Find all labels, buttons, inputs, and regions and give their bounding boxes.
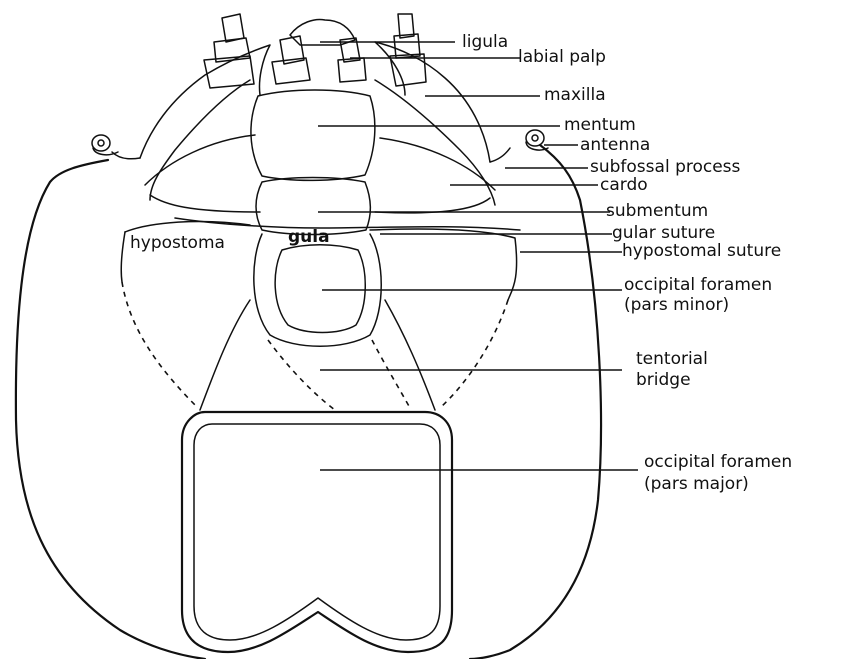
hypostoma-left-lateral — [121, 232, 125, 282]
head-capsule-outline — [16, 145, 601, 659]
label-ligula: ligula — [462, 32, 508, 52]
hypostomal-suture-left — [122, 282, 198, 408]
label-antenna: antenna — [580, 135, 650, 155]
maxilla-right-inner — [375, 80, 495, 205]
antenna-right — [526, 130, 548, 150]
label-tentorial-bridge-2: bridge — [636, 370, 691, 390]
label-gula: gula — [288, 227, 330, 247]
tentorial-bridge-left — [200, 300, 250, 410]
hypostoma-left — [125, 221, 250, 232]
tentorial-bridge-right — [385, 300, 435, 410]
cardo-right — [375, 138, 495, 213]
label-occipital-foramen-minor-2: (pars minor) — [624, 295, 729, 315]
label-occipital-foramen-major-2: (pars major) — [644, 474, 749, 494]
label-tentorial-bridge-1: tentorial — [636, 349, 708, 369]
gular-suture-line — [175, 218, 520, 230]
antenna-left — [92, 135, 118, 155]
occipital-foramen-minor — [275, 245, 365, 333]
label-gular-suture: gular suture — [612, 223, 715, 243]
label-maxilla: maxilla — [544, 85, 606, 105]
label-occipital-foramen-major-1: occipital foramen — [644, 452, 792, 472]
maxillary-palp-left — [204, 14, 254, 88]
tentorial-dashed-right — [372, 340, 410, 408]
maxilla-left-inner — [150, 80, 250, 200]
labial-palp-left — [272, 36, 310, 84]
occipital-foramen-major-outer — [182, 412, 452, 652]
mentum-shape — [251, 90, 375, 180]
label-submentum: submentum — [606, 201, 708, 221]
label-hypostomal-suture: hypostomal suture — [622, 241, 781, 261]
ligula-shape — [290, 20, 355, 45]
maxillary-palp-right — [390, 14, 426, 86]
submentum-shape — [256, 178, 370, 235]
label-hypostoma: hypostoma — [130, 233, 225, 253]
label-labial-palp: labial palp — [518, 47, 606, 67]
occipital-foramen-major-inner — [194, 424, 440, 640]
tentorial-dashed-left — [268, 340, 335, 410]
hypostomal-suture-right — [440, 300, 508, 408]
subfossal-process-right — [490, 148, 510, 162]
label-subfossal-process: subfossal process — [590, 157, 741, 177]
maxilla-right-outline — [375, 42, 490, 162]
label-occipital-foramen-minor-1: occipital foramen — [624, 275, 772, 295]
label-mentum: mentum — [564, 115, 636, 135]
label-cardo: cardo — [600, 175, 648, 195]
cardo-left — [145, 135, 260, 212]
